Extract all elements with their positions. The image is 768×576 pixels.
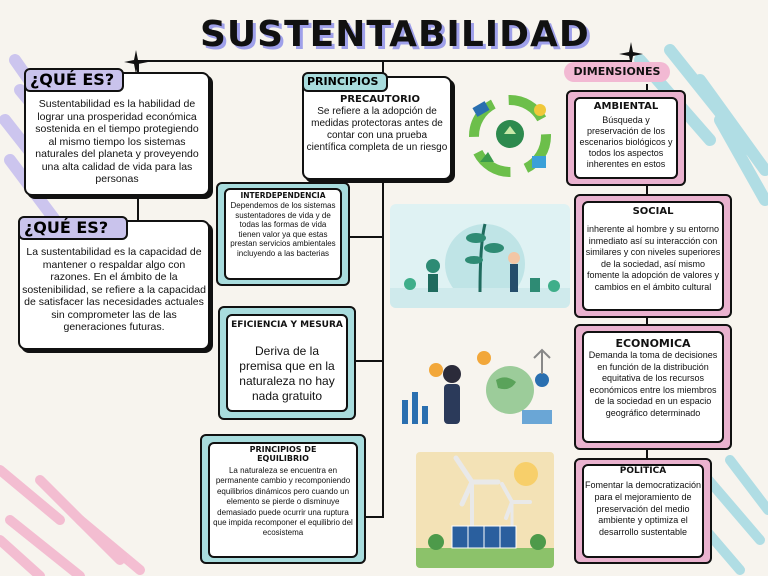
- social-text: inherente al hombre y su entorno inmedia…: [585, 224, 721, 292]
- economica-text: Demanda la toma de decisiones en función…: [588, 350, 718, 418]
- precautorio-card: [302, 76, 452, 180]
- economica-title: ECONOMICA: [615, 337, 691, 350]
- interdependencia-card: [224, 188, 342, 280]
- que-es-card-2: [18, 220, 210, 350]
- equilibrio-title: PRINCIPIOS DE EQUILIBRIO: [249, 445, 317, 463]
- ambiental-card: [574, 97, 678, 179]
- business-illustration: [392, 340, 564, 436]
- ambiental-title: AMBIENTAL: [593, 101, 659, 112]
- principios-branch-2: [356, 360, 383, 362]
- eficiencia-title: EFICIENCIA Y MESURA: [231, 320, 343, 330]
- left-vertical-line: [137, 196, 139, 220]
- social-card: [582, 201, 724, 311]
- eficiencia-text: Deriva de la premisa que en la naturalez…: [239, 344, 335, 403]
- page-title: SUSTENTABILIDAD: [200, 14, 590, 55]
- equilibrio-card: [208, 442, 358, 558]
- precautorio-title: PRECAUTORIO: [340, 94, 420, 105]
- politica-text: Fomentar la democratización para el mejo…: [584, 480, 702, 538]
- politica-title: POLITICA: [619, 466, 667, 476]
- principios-branch-3: [366, 516, 383, 518]
- sparkle-icon: [619, 42, 643, 66]
- sparkle-icon: [124, 50, 148, 74]
- wind-turbine-illustration: [416, 452, 554, 568]
- recycle-illustration: [469, 95, 551, 177]
- politica-card: [582, 464, 704, 558]
- left-drop-line: [137, 60, 139, 74]
- principios-label: PRINCIPIOS: [302, 72, 388, 92]
- que-es-text-2: La sustentabilidad es la capacidad de ma…: [22, 246, 206, 333]
- eficiencia-card: [226, 314, 348, 412]
- que-es-label-1: ¿QUÉ ES?: [24, 68, 124, 92]
- precautorio-text: Se refiere a la adopción de medidas prot…: [306, 106, 448, 153]
- social-title: SOCIAL: [632, 206, 674, 217]
- top-connector-line: [137, 60, 631, 62]
- que-es-text-1: Sustentabilidad es la habilidad de logra…: [35, 98, 199, 185]
- interdependencia-title: INTERDEPENDENCIA: [240, 191, 326, 200]
- que-es-label-2: ¿QUÉ ES?: [18, 216, 128, 240]
- ambiental-text: Búsqueda y preservación de los escenario…: [579, 115, 673, 169]
- center-drop-line: [382, 60, 384, 74]
- plants-illustration: [390, 204, 570, 308]
- equilibrio-text: La naturaleza se encuentra en permanente…: [213, 466, 353, 538]
- interdependencia-text: Dependemos de los sistemas sustentadores…: [230, 201, 336, 258]
- dimensiones-label: DIMENSIONES: [564, 62, 670, 82]
- principios-spine-line: [382, 180, 384, 518]
- principios-branch-1: [350, 236, 383, 238]
- que-es-card-1: [24, 72, 210, 196]
- economica-card: [582, 331, 724, 443]
